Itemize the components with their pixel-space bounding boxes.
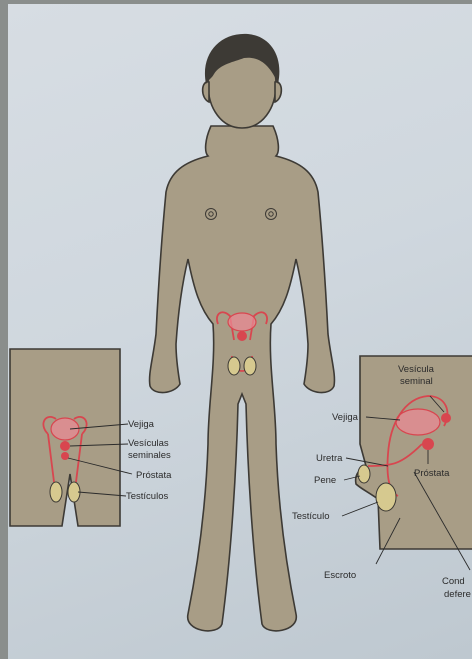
body-bladder (228, 313, 256, 331)
right-inset-testicle (376, 483, 396, 511)
right-ear (275, 82, 281, 102)
right-inset-penis-tip (358, 465, 370, 483)
right-inset-prostate (422, 438, 434, 450)
body-silhouette (150, 126, 335, 631)
left-inset-front-view: Vejiga Vesículas seminales Próstata Test… (10, 349, 172, 526)
label-pene: Pene (314, 475, 336, 486)
label-vesiculas: Vesículas (128, 438, 169, 449)
right-leader-testiculo (342, 502, 378, 516)
label-vesicula: Vesícula (398, 364, 435, 375)
label-testiculo: Testículo (292, 511, 330, 522)
label-seminal: seminal (400, 376, 433, 387)
left-inset-left-testicle (50, 482, 62, 502)
left-inset-prostate (61, 452, 69, 460)
label-vejiga-left: Vejiga (128, 419, 155, 430)
label-uretra: Uretra (316, 453, 343, 464)
label-deferente: defere (444, 589, 471, 600)
left-ear (203, 82, 209, 102)
body-left-testicle (228, 357, 240, 375)
label-prostata-right: Próstata (414, 468, 450, 479)
male-body-figure (150, 34, 335, 631)
label-vejiga-right: Vejiga (332, 412, 359, 423)
label-testiculos: Testículos (126, 491, 168, 502)
label-seminales: seminales (128, 450, 171, 461)
label-conducto: Cond (442, 576, 465, 587)
body-prostate (237, 331, 247, 341)
body-right-testicle (244, 357, 256, 375)
anatomy-illustration: Vejiga Vesículas seminales Próstata Test… (8, 4, 472, 659)
label-escroto: Escroto (324, 570, 356, 581)
right-inset-bladder (396, 409, 440, 435)
textbook-page: Vejiga Vesículas seminales Próstata Test… (8, 4, 472, 659)
label-prostata-left: Próstata (136, 470, 172, 481)
left-inset-seminal-vesicles (60, 441, 70, 451)
